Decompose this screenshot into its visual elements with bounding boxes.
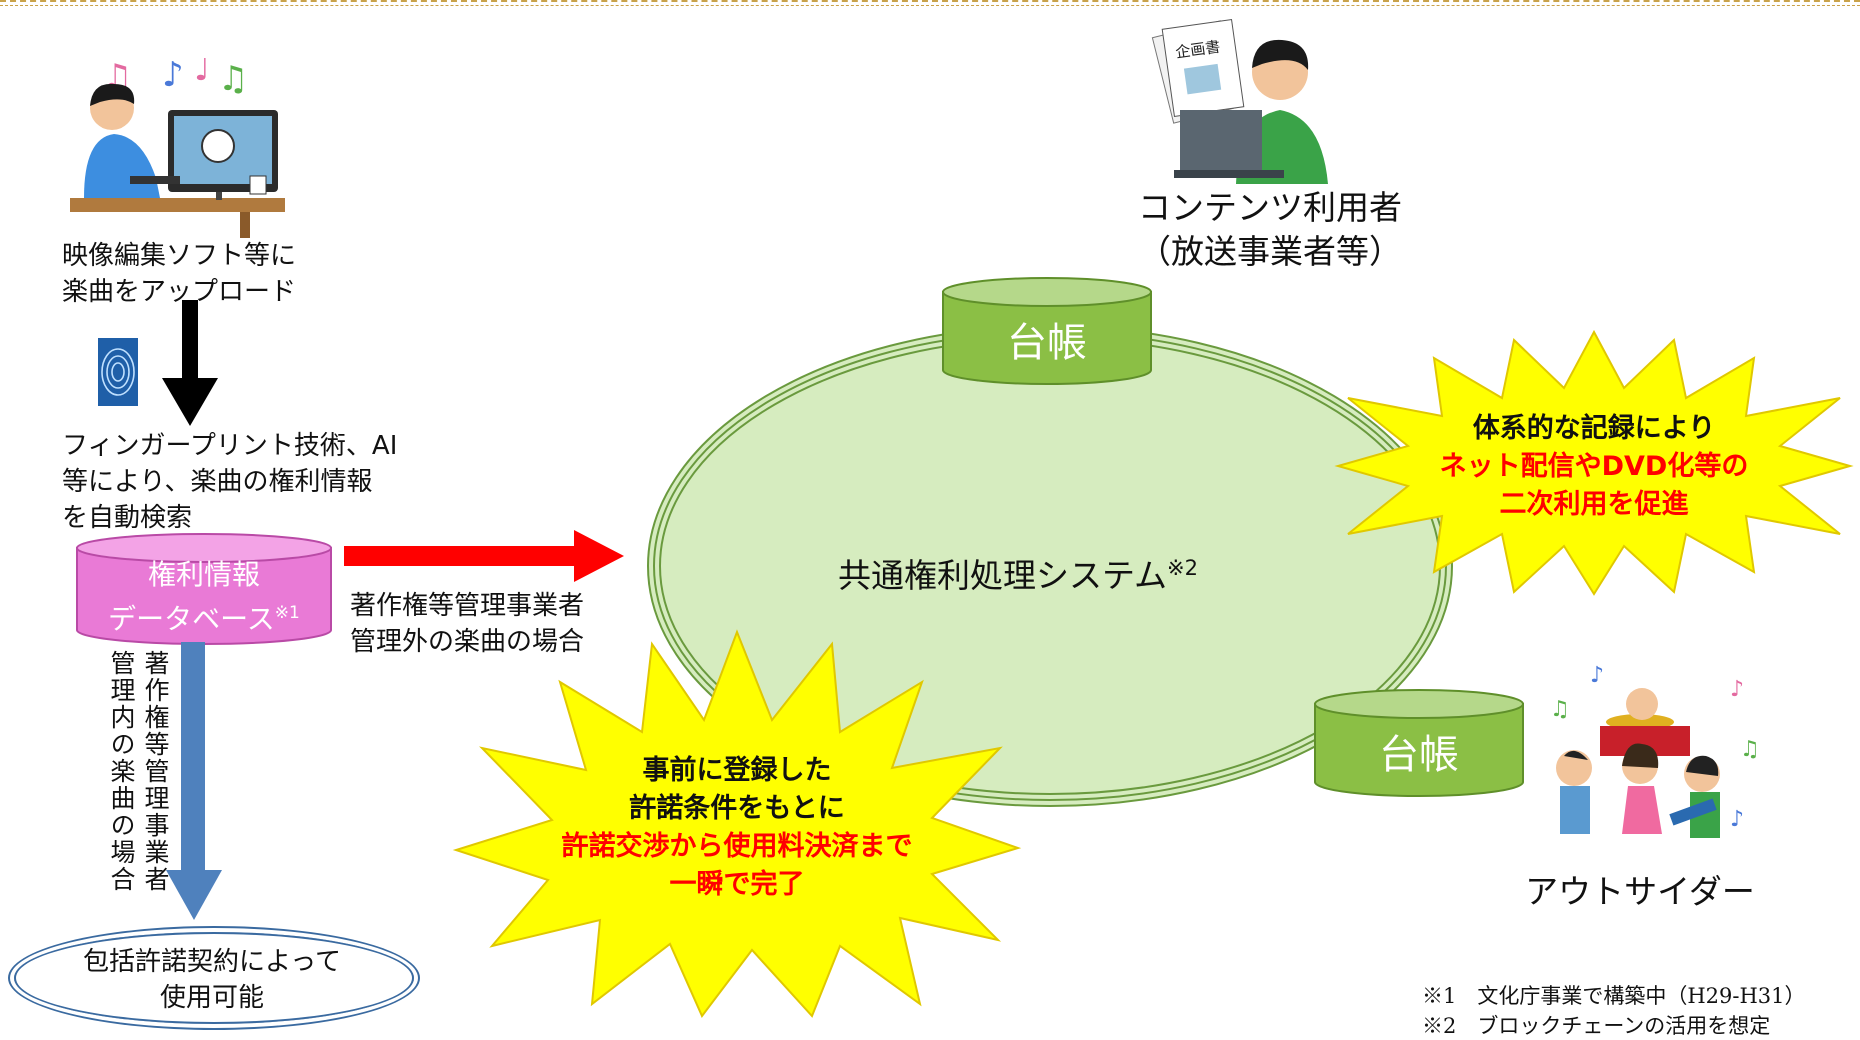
music-notes-icon: ♫ ♪ ♩ ♫	[102, 58, 248, 99]
ledger-top-cylinder	[942, 277, 1152, 385]
search-text-line3: を自動検索	[62, 503, 193, 533]
svg-text:♪: ♪	[1590, 663, 1604, 688]
svg-text:♩: ♩	[194, 58, 210, 89]
outsider-band-illustration: ♫ ♪ ♪ ♫ ♪	[1550, 663, 1760, 838]
music-notes-icon: ♫ ♪ ♪ ♫ ♪	[1550, 663, 1760, 832]
down-arrow-blue	[166, 642, 222, 920]
svg-text:♫: ♫	[218, 59, 248, 99]
search-text-line2: 等により、楽曲の権利情報	[62, 467, 373, 497]
system-note-mark: ※2	[1167, 556, 1198, 580]
unmanaged-text-line1: 著作権等管理事業者	[350, 591, 585, 621]
ledger-bottom-label: 台帳	[1379, 732, 1459, 778]
content-user-line1: コンテンツ利用者	[1138, 188, 1402, 227]
db-label-line2: データベース	[108, 602, 275, 636]
rights-database-cylinder	[76, 533, 332, 645]
burst-right-line3: 二次利用を促進	[1499, 489, 1689, 520]
managed-text-col2: 管理内の楽曲の場合	[107, 650, 136, 893]
search-text-line1: フィンガープリント技術、AI	[62, 431, 398, 461]
fingerprint-icon	[98, 338, 138, 406]
top-border	[0, 0, 1860, 6]
down-arrow-black	[162, 300, 218, 426]
content-user-illustration: 企画書	[1151, 18, 1328, 184]
burst-right	[1334, 329, 1854, 596]
upload-text-line1: 映像編集ソフト等に	[62, 241, 297, 271]
svg-text:♫: ♫	[1740, 737, 1760, 762]
svg-text:♪: ♪	[162, 58, 184, 95]
creator-illustration: ♫ ♪ ♩ ♫	[70, 58, 285, 238]
unmanaged-text-line2: 管理外の楽曲の場合	[350, 627, 585, 657]
planning-document-icon: 企画書	[1151, 18, 1245, 124]
upload-text-line2: 楽曲をアップロード	[62, 277, 297, 307]
db-note-mark: ※1	[274, 603, 300, 623]
burst-right-line2: ネット配信やDVD化等の	[1439, 451, 1749, 482]
burst-left-line3: 許諾交渉から使用料決済まで	[561, 831, 913, 862]
footnote-2: ※2 ブロックチェーンの活用を想定	[1422, 1014, 1771, 1038]
content-user-line2: （放送事業者等）	[1138, 232, 1402, 271]
db-label-line1: 権利情報	[147, 558, 260, 591]
burst-left-line1: 事前に登録した	[642, 755, 832, 786]
system-label-wrap: 共通権利処理システム※2	[838, 546, 1198, 598]
ledger-bottom-cylinder	[1314, 689, 1524, 797]
svg-text:♫: ♫	[1550, 697, 1570, 722]
ledger-top-label: 台帳	[1007, 320, 1087, 366]
db-label-line2-wrap: データベース※1	[74, 594, 334, 638]
burst-right-line1: 体系的な記録により	[1472, 413, 1716, 444]
footnote-1: ※1 文化庁事業で構築中（H29-H31）	[1422, 984, 1806, 1008]
right-arrow-red	[344, 530, 624, 582]
system-label: 共通権利処理システム	[838, 556, 1168, 595]
license-text-line1: 包括許諾契約によって	[83, 947, 341, 977]
managed-text-col1: 著作権等管理事業者	[141, 650, 170, 893]
svg-text:♪: ♪	[1730, 677, 1744, 702]
burst-left-line2: 許諾条件をもとに	[629, 793, 845, 824]
outsider-label: アウトサイダー	[1525, 872, 1755, 911]
svg-text:♪: ♪	[1730, 807, 1744, 832]
burst-left	[452, 629, 1022, 1018]
license-text-line2: 使用可能	[159, 983, 264, 1013]
license-oval	[14, 932, 414, 1024]
burst-left-line4: 一瞬で完了	[669, 869, 805, 900]
